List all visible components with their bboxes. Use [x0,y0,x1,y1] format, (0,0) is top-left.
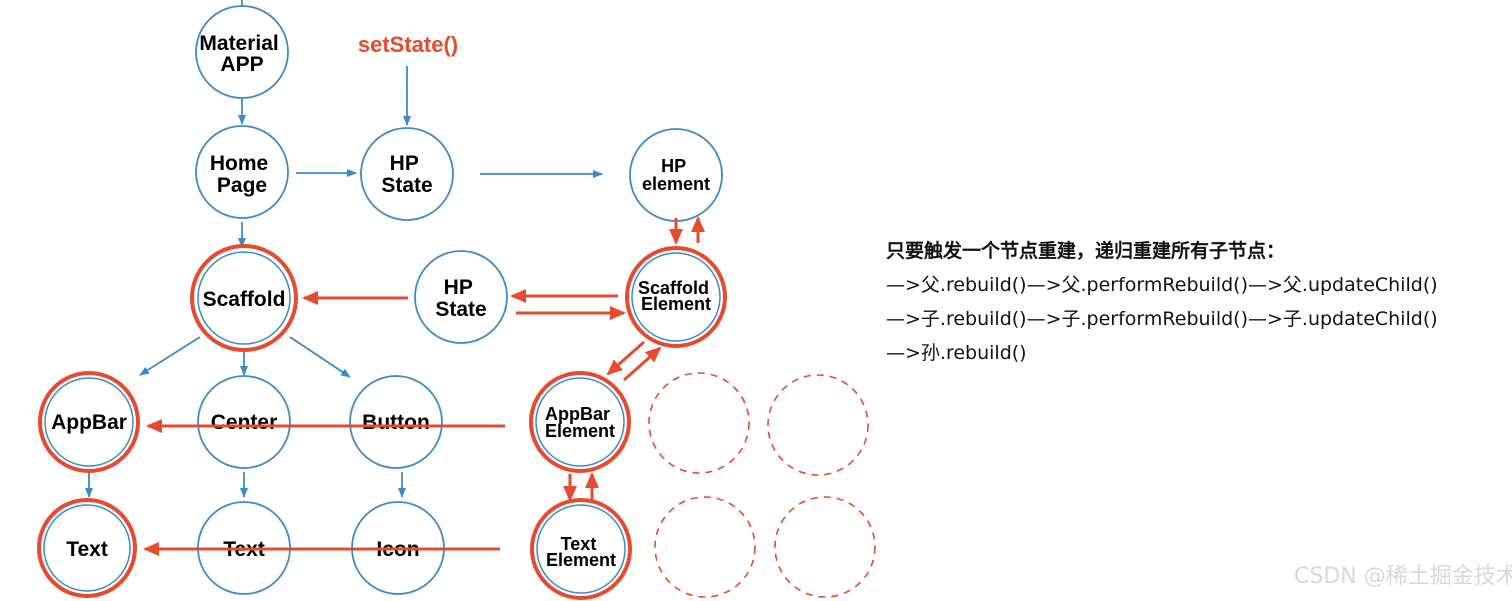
svg-text:HP State: HP State [435,276,486,321]
node-center: Center [197,375,291,469]
svg-text:AppBar: AppBar [51,411,127,434]
svg-text:HP State: HP State [381,152,432,197]
node-scaffold: Scaffold [190,244,298,352]
rebuild-arrow-appbarelement-to-scaffoldelement [623,346,662,382]
placeholder-circle-4 [774,496,876,598]
svg-text:Text Element: Text Element [546,534,616,570]
notes-line-child: —>子.rebuild()—>子.performRebuild()—>子.upd… [886,308,1438,330]
node-home-page: Home Page [195,125,289,219]
placeholder-circle-3 [654,496,756,598]
node-hp-state-top: HP State [360,127,454,221]
node-text-element: Text Element [530,498,632,600]
placeholder-circle-2 [767,374,869,476]
rebuild-arrow-scaffoldelement-to-appbarelement [606,340,645,376]
node-hp-element: HP element [629,128,723,222]
svg-text:Home Page: Home Page [210,152,274,197]
placeholder-circle-1 [648,372,750,474]
edge-scaffold-button [289,336,351,378]
notes-line-grandchild: —>孙.rebuild() [886,342,1027,364]
svg-text:Text: Text [66,538,108,561]
node-appbar-element: AppBar Element [529,371,631,473]
node-scaffold-element: Scaffold Element [625,246,727,348]
svg-text:Material APP: Material APP [199,32,284,76]
svg-text:Center: Center [211,411,278,434]
node-text-left: Text [37,498,137,598]
node-material-app: Material APP [195,5,289,99]
rebuild-notes: 只要触发一个节点重建，递归重建所有子节点： —>父.rebuild()—>父.p… [886,234,1438,370]
setstate-label: setState() [358,32,458,57]
notes-line-parent: —>父.rebuild()—>父.performRebuild()—>父.upd… [886,274,1438,296]
notes-heading: 只要触发一个节点重建，递归重建所有子节点： [886,240,1286,262]
svg-text:HP element: HP element [642,156,710,194]
node-button: Button [349,375,443,469]
node-hp-state-mid: HP State [414,250,508,344]
svg-text:Scaffold Element: Scaffold Element [638,278,714,314]
edge-scaffold-appbar [139,336,201,376]
node-appbar: AppBar [38,371,140,473]
svg-text:Button: Button [362,411,430,434]
svg-text:AppBar Element: AppBar Element [545,404,615,441]
svg-text:Scaffold: Scaffold [203,288,286,311]
watermark: CSDN @稀土掘金技术社区 [1294,564,1512,589]
